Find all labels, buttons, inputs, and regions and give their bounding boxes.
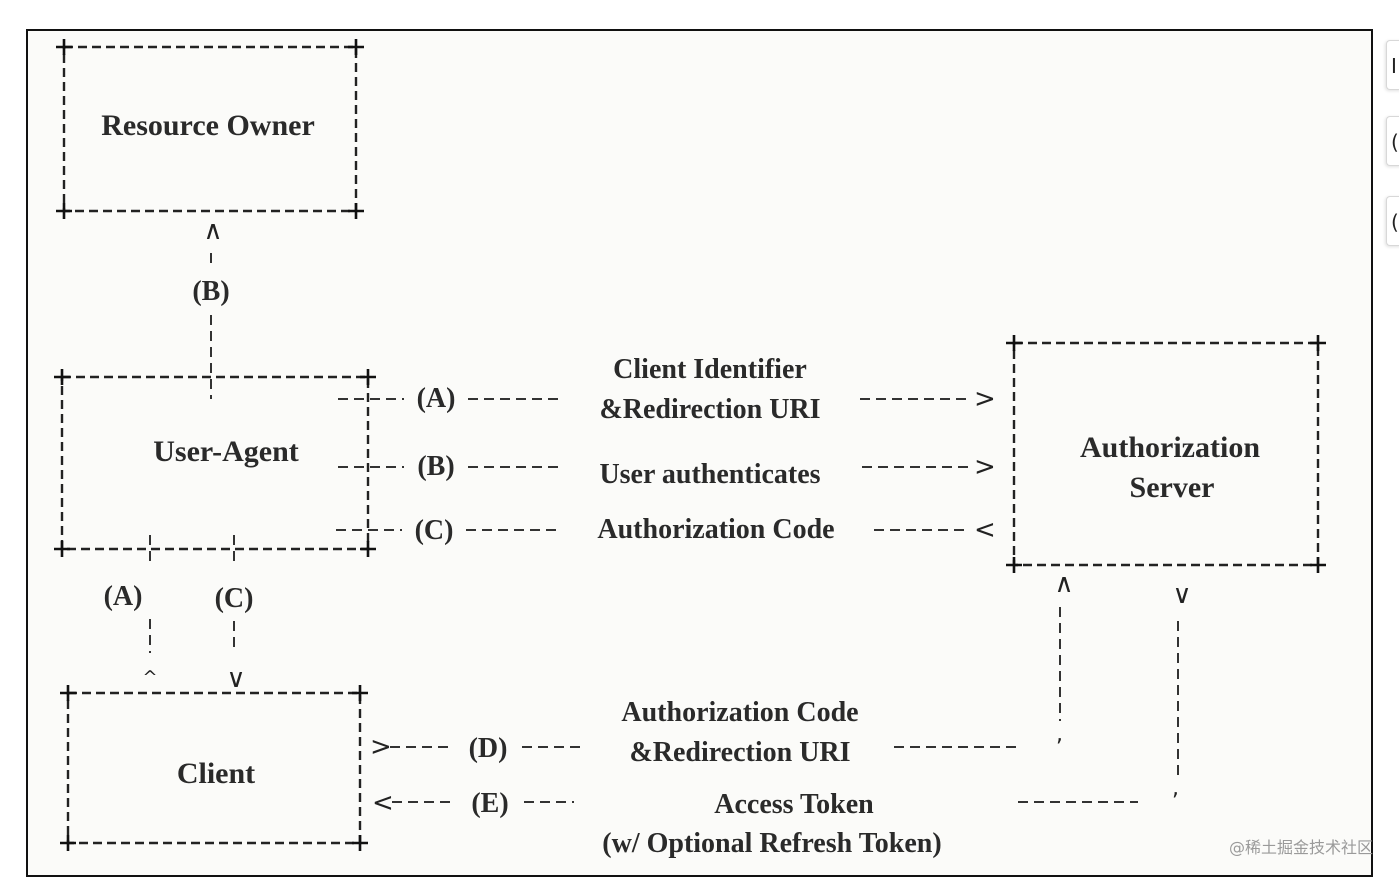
up-arrowhead-icon: ∧ — [203, 216, 222, 246]
resource-owner-box: Resource Owner — [56, 39, 364, 219]
flow-e-label-line1: Access Token — [714, 789, 874, 820]
user-agent-label: User-Agent — [153, 435, 299, 468]
oauth-flow-diagram: Resource Owner User-Agent Client Authori… — [54, 39, 1326, 859]
step-d-label: (D) — [469, 733, 508, 764]
flow-d-label-line1: Authorization Code — [621, 697, 858, 728]
tick-mark: , — [1172, 776, 1179, 801]
user-agent-box: User-Agent — [54, 369, 376, 557]
step-e-label: (E) — [471, 788, 508, 819]
diagram-frame: Resource Owner User-Agent Client Authori… — [26, 29, 1373, 877]
flow-a-label-line1: Client Identifier — [613, 354, 807, 385]
authorization-server-box: Authorization Server — [1006, 335, 1326, 573]
up-arrowhead-icon: ^ — [142, 667, 157, 688]
flow-b-label: User authenticates — [599, 459, 820, 490]
flow-d-label-line2: &Redirection URI — [629, 737, 850, 768]
down-arrowhead-icon: ∨ — [1172, 580, 1191, 610]
flow-c-authorization-code: (C) Authorization Code < — [336, 514, 996, 546]
right-arrowhead-icon: > — [974, 452, 996, 482]
flow-a-label-line2: &Redirection URI — [599, 394, 820, 425]
flow-d-authorization-code: > (D) Authorization Code &Redirection UR… — [370, 569, 1074, 768]
flow-a-client-identifier: (A) Client Identifier &Redirection URI > — [338, 354, 996, 425]
authorization-server-label-line2: Server — [1130, 471, 1215, 504]
flow-a-c-client-vertical: (A) (C) ^ ∨ — [104, 535, 254, 694]
step-b-label: (B) — [192, 276, 229, 307]
flow-e-access-token: < (E) Access Token (w/ Optional Refresh … — [372, 580, 1192, 859]
step-b-label: (B) — [417, 451, 454, 482]
down-arrowhead-icon: ∨ — [226, 664, 245, 694]
up-arrowhead-icon: ∧ — [1054, 569, 1073, 599]
step-a-label: (A) — [104, 581, 143, 612]
flow-b-user-authenticates: (B) User authenticates > — [338, 451, 996, 490]
resource-owner-label: Resource Owner — [101, 109, 315, 142]
side-tab[interactable]: ( — [1386, 196, 1399, 246]
right-arrowhead-icon: > — [974, 384, 996, 414]
authorization-server-label-line1: Authorization — [1080, 431, 1260, 464]
step-c-label: (C) — [215, 583, 254, 614]
watermark: @稀土掘金技术社区 — [1228, 838, 1373, 857]
step-a-label: (A) — [417, 383, 456, 414]
client-box: Client — [60, 685, 368, 851]
flow-c-label: Authorization Code — [597, 514, 834, 545]
step-c-label: (C) — [415, 515, 454, 546]
side-tab[interactable]: I — [1386, 40, 1399, 90]
flow-e-label-line2: (w/ Optional Refresh Token) — [602, 828, 941, 859]
client-label: Client — [177, 757, 255, 790]
side-tab[interactable]: ( — [1386, 116, 1399, 166]
tick-mark: , — [1056, 722, 1063, 747]
left-arrowhead-icon: < — [974, 515, 996, 545]
left-arrowhead-icon: < — [372, 788, 394, 818]
right-arrowhead-icon: > — [370, 732, 392, 762]
flow-b-resource-owner: ∧ (B) — [192, 216, 230, 399]
